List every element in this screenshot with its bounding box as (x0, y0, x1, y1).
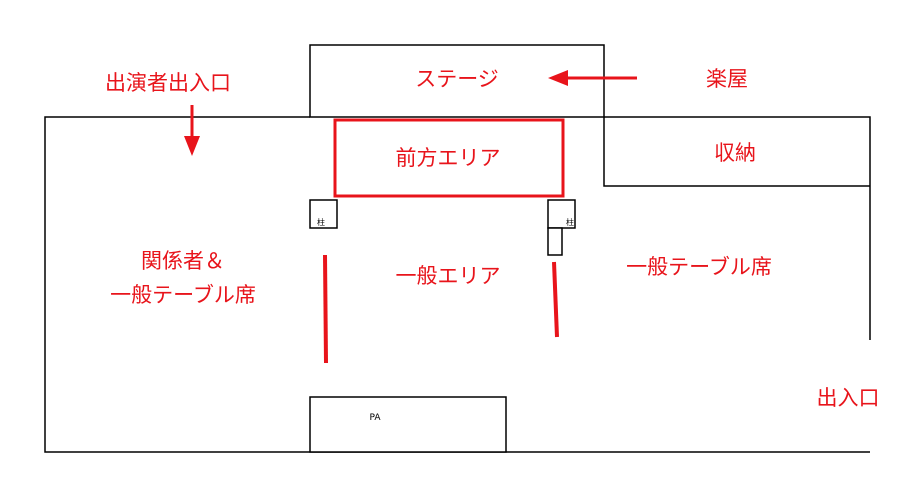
general-area-label: 一般エリア (396, 264, 501, 288)
entrance-label: 出入口 (817, 386, 880, 410)
pillar-right-extension (547, 227, 563, 256)
pa-label: PA (369, 413, 381, 423)
front-area-frame (333, 118, 565, 198)
left-area-label-line1: 関係者＆ (141, 249, 225, 273)
storage-label: 収納 (714, 141, 756, 165)
right-area-label: 一般テーブル席 (626, 255, 772, 279)
divider-line-right (552, 261, 559, 338)
front-area-label: 前方エリア (396, 146, 501, 170)
arrow-left-icon (548, 70, 637, 86)
stage-label: ステージ (415, 67, 499, 91)
pillar-left-label: 柱 (317, 217, 325, 227)
pa-booth (309, 396, 507, 453)
divider-line-left (323, 254, 328, 364)
arrow-down-icon (184, 105, 200, 156)
stage-box (309, 44, 605, 118)
pillar-right-box (547, 199, 576, 229)
storage-box (603, 117, 870, 187)
pillar-right-label: 柱 (566, 217, 574, 227)
performer-entrance-label: 出演者出入口 (105, 71, 231, 95)
green-room-label: 楽屋 (706, 67, 748, 91)
left-area-label-line2: 一般テーブル席 (110, 283, 256, 307)
pillar-left-box (309, 199, 338, 229)
